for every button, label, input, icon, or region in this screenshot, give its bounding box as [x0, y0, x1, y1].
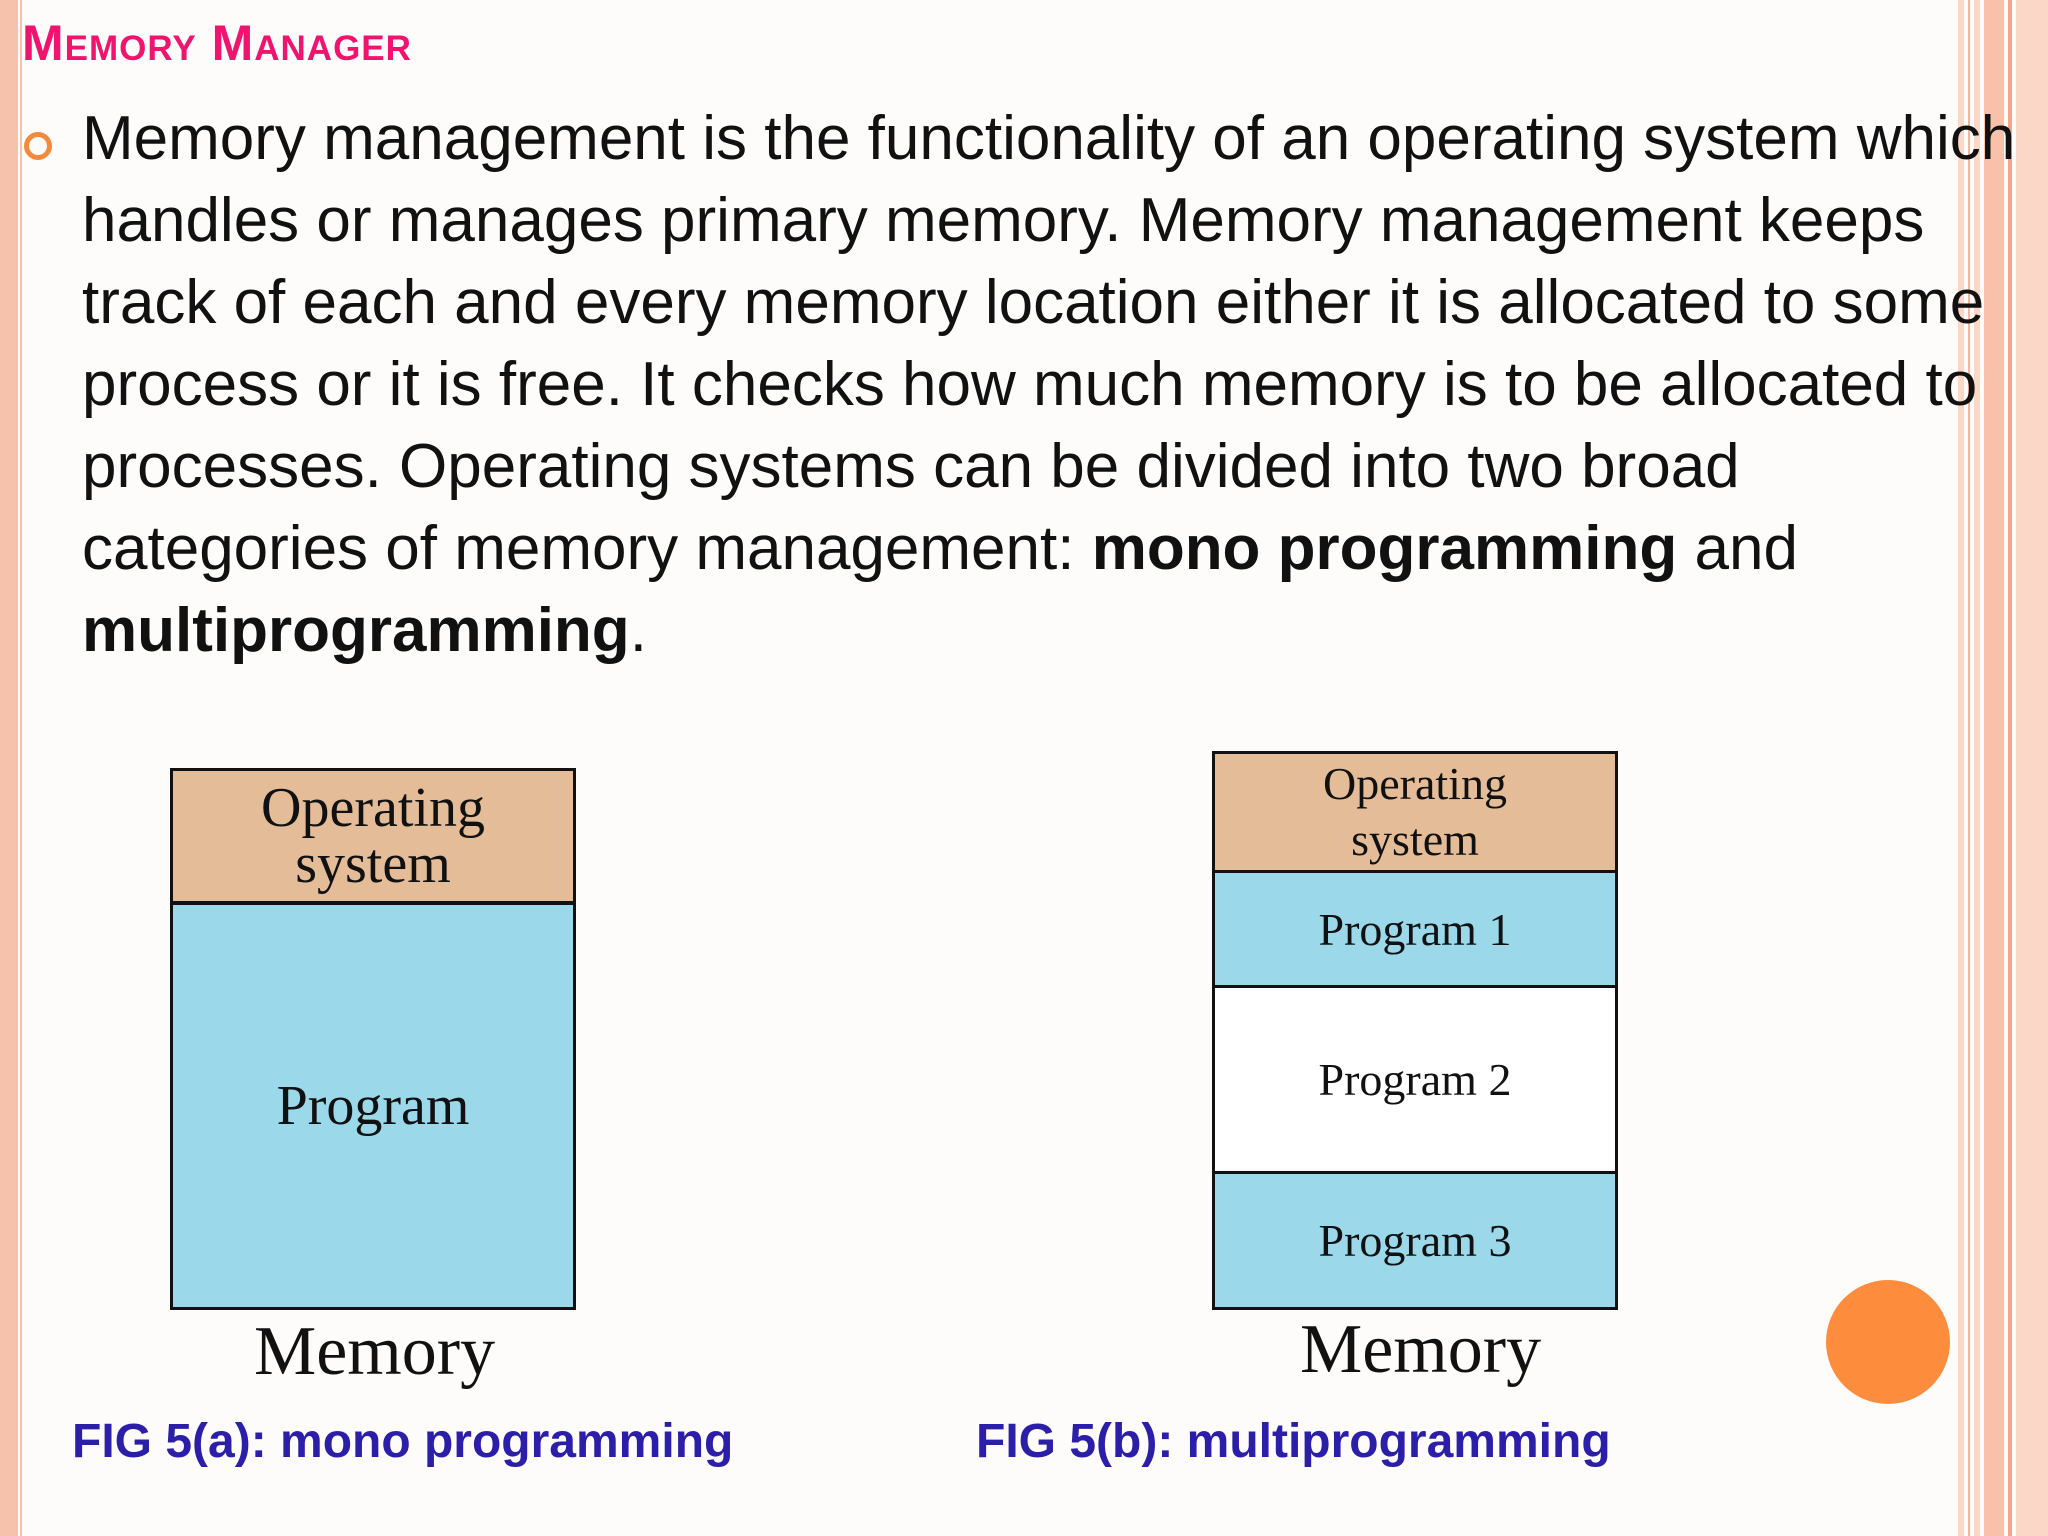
os-block-label: Operating system [1323, 758, 1507, 865]
bullet-joiner-text: and [1677, 514, 1798, 583]
figure-b-caption: FIG 5(b): multiprogramming [976, 1415, 1611, 1468]
right-stripe-decoration [1984, 0, 2004, 1536]
os-block: Operating system [1215, 754, 1615, 873]
os-block-label: Operating system [261, 777, 485, 895]
os-block: Operating system [173, 771, 573, 905]
right-stripe-decoration [2016, 0, 2048, 1536]
right-stripe-decoration [1968, 0, 1970, 1536]
program-3-label: Program 3 [1318, 1215, 1512, 1266]
memory-label-a: Memory [254, 1313, 496, 1390]
left-border-line [20, 0, 22, 1536]
bullet-circle-icon [24, 132, 52, 160]
figure-a-caption: FIG 5(a): mono programming [72, 1415, 734, 1468]
memory-label-b: Memory [1300, 1311, 1542, 1388]
program-1-label: Program 1 [1318, 903, 1512, 955]
program-block-label: Program [276, 1075, 470, 1137]
multiprogramming-memory-diagram: Operating system Program 1 Program 2 Pro… [1212, 751, 1618, 1310]
slide-title: Memory Manager [22, 15, 412, 71]
program-3-block: Program 3 [1215, 1174, 1615, 1307]
bullet-end-text: . [629, 596, 647, 665]
right-stripe-decoration [2008, 0, 2012, 1536]
term-mono-programming: mono programming [1091, 514, 1678, 583]
mono-programming-memory-diagram: Operating system Program [170, 768, 576, 1310]
bullet-paragraph: Memory management is the functionality o… [82, 98, 2022, 672]
program-block: Program [173, 905, 573, 1307]
right-stripe-decoration [1974, 0, 1980, 1536]
program-2-label: Program 2 [1318, 1054, 1512, 1105]
program-2-block: Program 2 [1215, 988, 1615, 1174]
bullet-intro-text: Memory management is the functionality o… [82, 104, 2016, 583]
left-border-decoration [0, 0, 18, 1536]
orange-dot-decoration [1826, 1280, 1950, 1404]
right-stripe-decoration [1958, 0, 1964, 1536]
program-1-block: Program 1 [1215, 873, 1615, 988]
term-multiprogramming: multiprogramming [82, 596, 630, 665]
